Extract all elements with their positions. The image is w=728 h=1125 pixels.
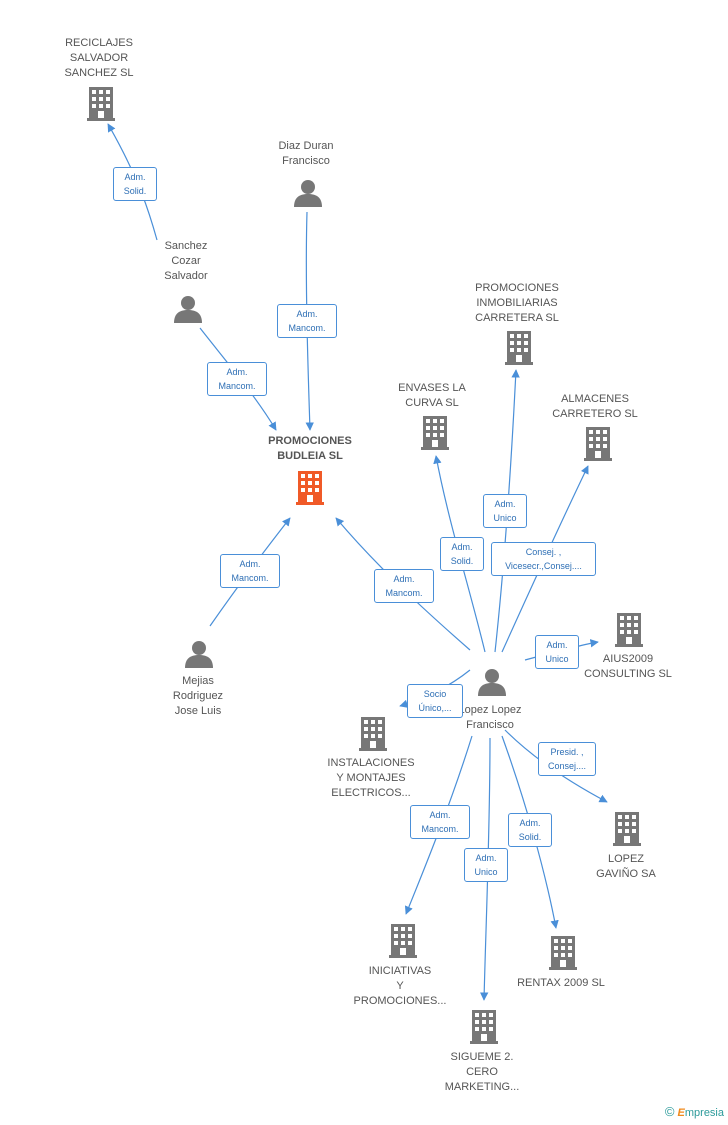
edge-label-line: Adm. (393, 574, 415, 584)
lopez-person-person-icon[interactable] (478, 669, 506, 696)
rentax-building-icon[interactable] (549, 936, 577, 970)
edge-label-e-lopez-rentax[interactable]: Adm. Solid. (508, 813, 552, 847)
edge-label-line: Consej.... (547, 761, 587, 771)
lopez-gavino-building-icon[interactable] (613, 812, 641, 846)
almacenes-label-line: CARRETERO SL (552, 408, 638, 420)
rentax-label-line: RENTAX 2009 SL (517, 977, 605, 989)
edge-label-e-lopez-envases[interactable]: Adm. Solid. (440, 537, 484, 571)
edge-label-line: Adm. (226, 367, 248, 377)
reciclajes-label-line: SANCHEZ SL (64, 67, 134, 79)
edge-label-e-lopez-aius[interactable]: Adm. Unico (535, 635, 579, 669)
almacenes-label-line: ALMACENES (561, 393, 629, 405)
promo-inmo-label-line: INMOBILIARIAS (476, 297, 558, 309)
lopez-person-label-line: Francisco (466, 719, 514, 731)
mejias-person-icon[interactable] (185, 641, 213, 668)
edge-label-e-lopez-center[interactable]: Adm. Mancom. (374, 569, 434, 603)
edge-label-line: Mancom. (231, 573, 269, 583)
edge-label-line: Solid. (123, 186, 147, 196)
envases-building-icon[interactable] (421, 416, 449, 450)
footer-brand: © Empresia (665, 1104, 724, 1119)
lopez-gavino-label-line: GAVIÑO SA (596, 868, 656, 880)
instalaciones-label-line: INSTALACIONES (327, 757, 415, 769)
edge-label-line: Unico (545, 654, 569, 664)
center-company-label-line: BUDLEIA SL (277, 450, 343, 462)
edge-label-line: Solid. (518, 832, 542, 842)
almacenes-building-icon[interactable] (584, 427, 612, 461)
iniciativas-building-icon[interactable] (389, 924, 417, 958)
edge-label-line: Adm. (296, 309, 318, 319)
envases-label-line: ENVASES LA (398, 382, 466, 394)
edge-label-line: Consej. , (525, 547, 562, 557)
iniciativas-label-line: Y (396, 980, 404, 992)
promo-inmo-label-line: CARRETERA SL (475, 312, 559, 324)
edge-label-e-lopez-sigueme[interactable]: Adm. Unico (464, 848, 508, 882)
edge-label-line: Presid. , (550, 747, 584, 757)
edge-label-line: Unico (493, 513, 517, 523)
edge-label-line: Adm. (239, 559, 261, 569)
edge-label-e-sanchez-reciclajes[interactable]: Adm. Solid. (113, 167, 157, 201)
reciclajes-label-line: SALVADOR (69, 52, 129, 64)
edge-label-e-lopez-almacenes[interactable]: Consej. , Vicesecr.,Consej.... (491, 542, 596, 576)
instalaciones-building-icon[interactable] (359, 717, 387, 751)
sanchez-label-line: Cozar (171, 255, 201, 267)
aius-building-icon[interactable] (615, 613, 643, 647)
mejias-label-line: Rodriguez (172, 690, 224, 702)
edge-label-line: Unico (474, 867, 498, 877)
iniciativas-label-line: INICIATIVAS (368, 965, 432, 977)
sanchez-label-line: Sanchez (164, 240, 208, 252)
edge-label-e-diaz-center[interactable]: Adm. Mancom. (277, 304, 337, 338)
diaz-label-line: Diaz Duran (278, 140, 334, 152)
edge-label-e-lopez-promo[interactable]: Adm. Unico (483, 494, 527, 528)
reciclajes-label-line: RECICLAJES (65, 37, 133, 49)
brand-name: mpresia (684, 1107, 724, 1119)
edge-label-line: Mancom. (218, 381, 256, 391)
promo-inmo-building-icon[interactable] (505, 331, 533, 365)
edge-label-line: Adm. (475, 853, 497, 863)
mejias-label-line: Jose Luis (174, 705, 222, 717)
edge-label-line: Adm. (124, 172, 146, 182)
sigueme-label-line: SIGUEME 2. (450, 1051, 514, 1063)
instalaciones-label-line: ELECTRICOS... (331, 787, 411, 799)
edge-label-e-lopez-gavino[interactable]: Presid. , Consej.... (538, 742, 596, 776)
brand-logo-mark: E (677, 1107, 685, 1119)
edge-label-line: Adm. (546, 640, 568, 650)
diaz-label-line: Francisco (282, 155, 330, 167)
center-company-label-line: PROMOCIONES (268, 435, 352, 447)
edge-label-e-mejias-center[interactable]: Adm. Mancom. (220, 554, 280, 588)
sanchez-label-line: Salvador (164, 270, 208, 282)
promo-inmo-label-line: PROMOCIONES (475, 282, 559, 294)
edge-label-line: Vicesecr.,Consej.... (505, 561, 582, 571)
edge-label-line: Mancom. (385, 588, 423, 598)
aius-label-line: CONSULTING SL (584, 668, 672, 680)
copyright-icon: © (664, 1104, 675, 1119)
lopez-gavino-label-line: LOPEZ (607, 853, 645, 865)
diaz-person-icon[interactable] (294, 180, 322, 207)
iniciativas-label-line: PROMOCIONES... (353, 995, 447, 1007)
sigueme-label-line: CERO (466, 1066, 498, 1078)
edge-label-line: Mancom. (288, 323, 326, 333)
envases-label-line: CURVA SL (405, 397, 459, 409)
instalaciones-label-line: Y MONTAJES (336, 772, 406, 784)
edge-label-line: Adm. (494, 499, 516, 509)
center-company-icon[interactable] (296, 471, 324, 505)
edge-label-line: Solid. (450, 556, 474, 566)
reciclajes-building-icon[interactable] (87, 87, 115, 121)
sigueme-building-icon[interactable] (470, 1010, 498, 1044)
aius-label-line: AIUS2009 (602, 653, 654, 665)
edge-label-line: Único,... (418, 703, 452, 713)
edge-label-e-sanchez-center[interactable]: Adm. Mancom. (207, 362, 267, 396)
sigueme-label-line: MARKETING... (444, 1081, 520, 1093)
edge-label-line: Adm. (429, 810, 451, 820)
mejias-label-line: Mejias (182, 675, 214, 687)
edge-label-line: Adm. (519, 818, 541, 828)
edge-label-line: Adm. (451, 542, 473, 552)
sanchez-person-icon[interactable] (174, 296, 202, 323)
edge-label-e-lopez-inic[interactable]: Adm. Mancom. (410, 805, 470, 839)
lopez-person-label-line: Lopez Lopez (458, 704, 522, 716)
edge-label-line: Mancom. (421, 824, 459, 834)
edge-label-line: Socio (423, 689, 447, 699)
